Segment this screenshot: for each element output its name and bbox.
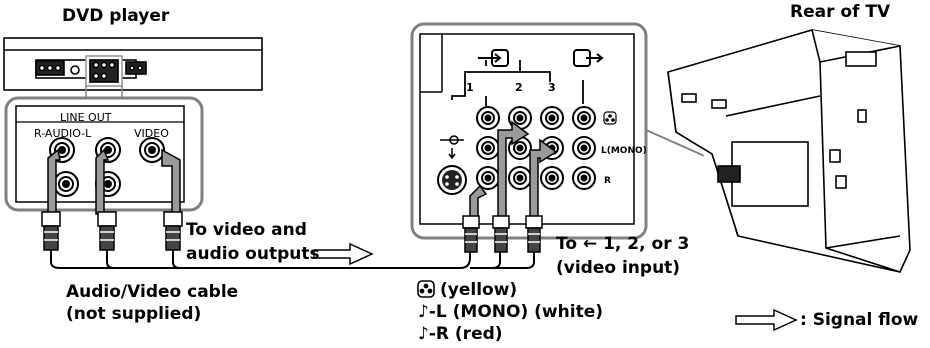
jack-row-l (476, 136, 596, 160)
legend-composite-icon (417, 280, 435, 298)
dvd-player-label: DVD player (62, 6, 170, 26)
tv-panel (410, 22, 648, 240)
panel-r-label: R (604, 176, 611, 186)
jack-row-r (476, 166, 596, 190)
rear-of-tv-label: Rear of TV (790, 2, 891, 22)
input-num-2: 2 (515, 81, 523, 94)
cable-label-1: Audio/Video cable (66, 282, 239, 302)
dvd-player (3, 37, 263, 91)
video-jack-label: VIDEO (134, 127, 169, 140)
input-num-3: 3 (548, 81, 556, 94)
dvd-plugs (41, 211, 183, 251)
legend-white: ♪-L (MONO) (white) (418, 302, 603, 322)
to-video-audio-label-2: audio outputs (186, 244, 320, 264)
signal-flow-arrow-icon (735, 308, 798, 332)
r-audio-l-label: R-AUDIO-L (34, 127, 92, 140)
line-out-label: LINE OUT (60, 111, 112, 124)
to-input-label-1: To ← 1, 2, or 3 (556, 234, 690, 254)
to-input-label-2: (video input) (556, 258, 681, 278)
legend-yellow: (yellow) (440, 280, 518, 300)
jack-row-video (476, 106, 596, 130)
tv-rear (667, 29, 911, 273)
cable-label-2: (not supplied) (66, 304, 202, 324)
line-out-panel (4, 86, 204, 215)
legend-red: ♪-R (red) (418, 324, 503, 344)
input-num-1: 1 (466, 81, 474, 94)
composite-video-icon (603, 111, 617, 125)
video-output-icon (573, 49, 604, 67)
to-video-audio-label-1: To video and (186, 220, 307, 240)
video-input-icon (478, 49, 509, 67)
av-cable (50, 250, 535, 269)
signal-flow-arrow-mid (313, 242, 374, 266)
signal-flow-label: : Signal flow (800, 310, 919, 330)
s-video-label-icon (440, 135, 464, 160)
tv-plugs (462, 215, 543, 253)
s-video-icon (437, 165, 467, 195)
panel-l-mono-label: L(MONO) (601, 146, 647, 156)
